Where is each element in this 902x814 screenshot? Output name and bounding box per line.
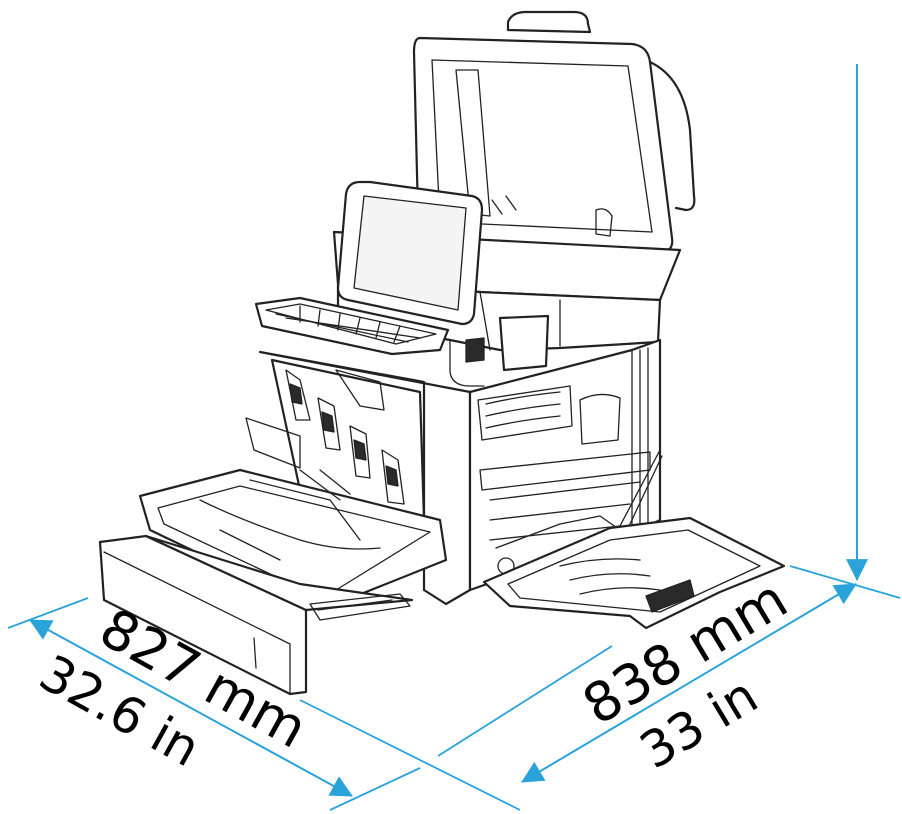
width-extension-line-right — [789, 565, 901, 599]
width-dimension-line — [521, 583, 857, 783]
depth-diagonal-extension — [299, 699, 521, 811]
printer-illustration — [98, 10, 786, 696]
toner-bay — [270, 358, 426, 522]
dimension-lines — [7, 64, 901, 811]
depth-extension-line-right — [329, 767, 421, 811]
front-door — [138, 417, 448, 606]
control-panel — [336, 180, 484, 326]
keyboard — [254, 296, 450, 356]
depth-extension-line-left — [7, 597, 89, 629]
depth-dimension-line — [29, 619, 353, 797]
